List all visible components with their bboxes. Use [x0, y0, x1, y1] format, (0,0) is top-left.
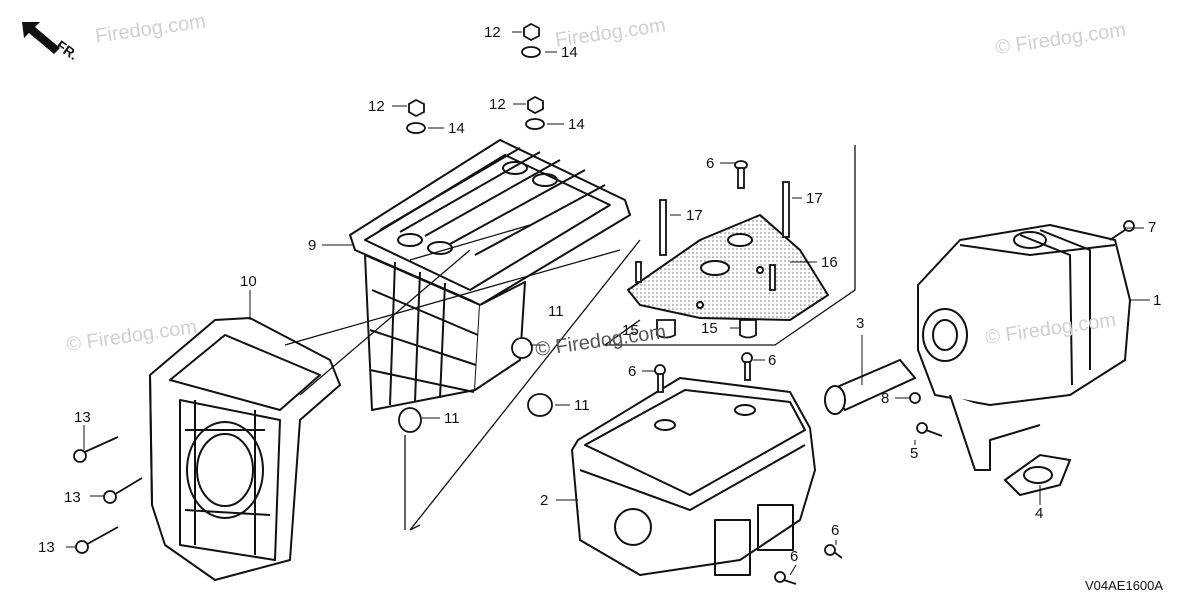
- flange-bolt-parts: [73, 436, 143, 554]
- stud-bolt-parts: [635, 181, 790, 291]
- callout-11: 11: [574, 397, 590, 414]
- callout-leader-lines: [66, 31, 1150, 576]
- callout-4: 4: [1035, 505, 1044, 522]
- heat-plate-part: [627, 214, 829, 321]
- callout-10: 10: [240, 273, 257, 290]
- callout-6: 6: [706, 155, 715, 172]
- callout-1: 1: [1153, 292, 1162, 309]
- small-bolt-parts: [654, 220, 1135, 585]
- gasket-part: [1003, 453, 1072, 497]
- callout-13: 13: [74, 409, 91, 426]
- callout-6: 6: [628, 363, 637, 380]
- callout-6: 6: [831, 522, 840, 539]
- diagram-code: V04AE1600A: [1085, 578, 1164, 593]
- callout-14: 14: [448, 120, 465, 137]
- callout-2: 2: [540, 492, 549, 509]
- callout-6: 6: [768, 352, 777, 369]
- protector-frame-part: [349, 139, 631, 411]
- end-guard-part: [149, 317, 341, 581]
- callout-12: 12: [484, 24, 501, 41]
- callout-13: 13: [64, 489, 81, 506]
- callout-17: 17: [686, 207, 703, 224]
- callout-13: 13: [38, 539, 55, 556]
- muffler-protector-part: [571, 377, 816, 576]
- callout-14: 14: [568, 116, 585, 133]
- muffler-part: [917, 224, 1131, 471]
- callout-11: 11: [444, 410, 460, 427]
- callout-8: 8: [881, 390, 890, 407]
- nut-and-washer-parts: [406, 22, 545, 134]
- collar-parts: [656, 319, 757, 339]
- assembly-guide-lines: [284, 145, 856, 531]
- callout-6: 6: [790, 548, 799, 565]
- callout-5: 5: [910, 445, 919, 462]
- bolt-part: [734, 160, 748, 189]
- front-direction-arrow-icon: [22, 22, 60, 54]
- callout-16: 16: [821, 254, 838, 271]
- callout-11: 11: [548, 303, 564, 320]
- spark-arrester-part: [824, 358, 917, 415]
- callout-15: 15: [701, 320, 718, 337]
- callout-3: 3: [856, 315, 865, 332]
- callout-15: 15: [622, 322, 639, 339]
- callout-12: 12: [489, 96, 506, 113]
- callout-12: 12: [368, 98, 385, 115]
- callout-17: 17: [806, 190, 823, 207]
- callout-9: 9: [308, 237, 317, 254]
- grommet-parts: [398, 337, 553, 433]
- callout-7: 7: [1148, 219, 1157, 236]
- callout-14: 14: [561, 44, 578, 61]
